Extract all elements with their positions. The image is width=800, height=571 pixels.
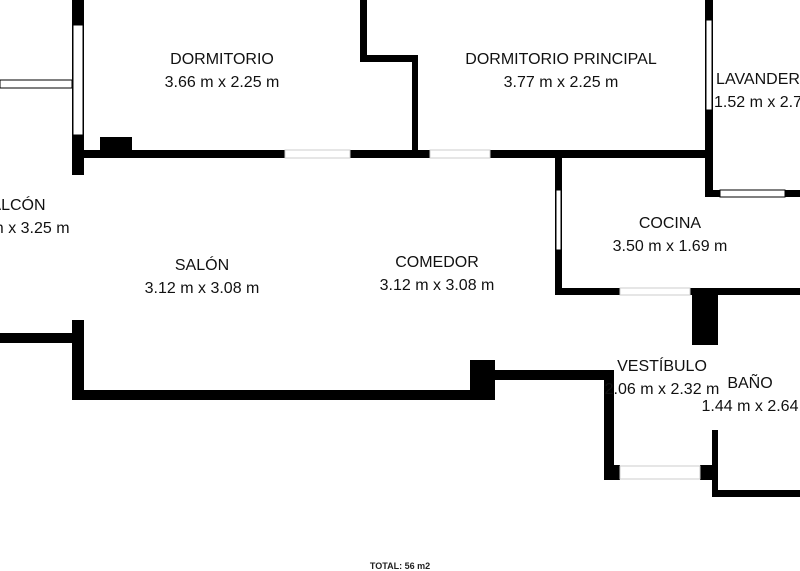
room-size: 3.50 m x 1.69 m: [612, 238, 728, 255]
room-name: LAVANDER: [716, 71, 800, 88]
window: [555, 189, 562, 251]
room-size: 1.44 m x 2.64: [701, 398, 799, 415]
room-name: COMEDOR: [395, 254, 479, 271]
windows: [0, 19, 786, 251]
balcony-railing: [0, 79, 73, 89]
room-size: m x 3.25 m: [0, 220, 70, 237]
room-name: COCINA: [638, 215, 702, 232]
window: [705, 19, 713, 111]
room-dormitorio: DORMITORIO 3.66 m x 2.25 m: [165, 48, 280, 94]
room-size: 2.06 m x 2.32 m: [604, 381, 720, 398]
room-size: 3.12 m x 3.08 m: [379, 277, 495, 294]
room-cocina: COCINA 3.50 m x 1.69 m: [613, 212, 728, 258]
room-size: 3.12 m x 3.08 m: [144, 280, 260, 297]
room-size: 1.52 m x 2.7: [713, 94, 800, 111]
room-salon: SALÓN 3.12 m x 3.08 m: [145, 254, 260, 300]
door-openings: [284, 149, 701, 480]
window: [719, 189, 786, 198]
window: [72, 24, 84, 136]
room-name: VESTÍBULO: [617, 358, 707, 375]
room-dormitorio-principal: DORMITORIO PRINCIPAL 3.77 m x 2.25 m: [465, 48, 656, 94]
room-size: 3.77 m x 2.25 m: [503, 74, 619, 91]
room-vestibulo: VESTÍBULO 2.06 m x 2.32 m: [605, 355, 720, 401]
room-name: SALÓN: [174, 257, 230, 274]
room-name: DORMITORIO PRINCIPAL: [465, 51, 657, 68]
room-size: 3.66 m x 2.25 m: [164, 74, 280, 91]
room-name: DORMITORIO: [170, 51, 274, 68]
room-comedor: COMEDOR 3.12 m x 3.08 m: [380, 251, 495, 297]
room-name: ALCÓN: [0, 197, 46, 214]
room-lavanderia: LAVANDER 1.52 m x 2.7: [714, 68, 800, 114]
room-bano: BAÑO 1.44 m x 2.64: [702, 372, 799, 418]
room-name: BAÑO: [727, 375, 773, 392]
total-area: TOTAL: 56 m2: [369, 561, 431, 571]
room-balcon: ALCÓN m x 3.25 m: [0, 194, 70, 240]
